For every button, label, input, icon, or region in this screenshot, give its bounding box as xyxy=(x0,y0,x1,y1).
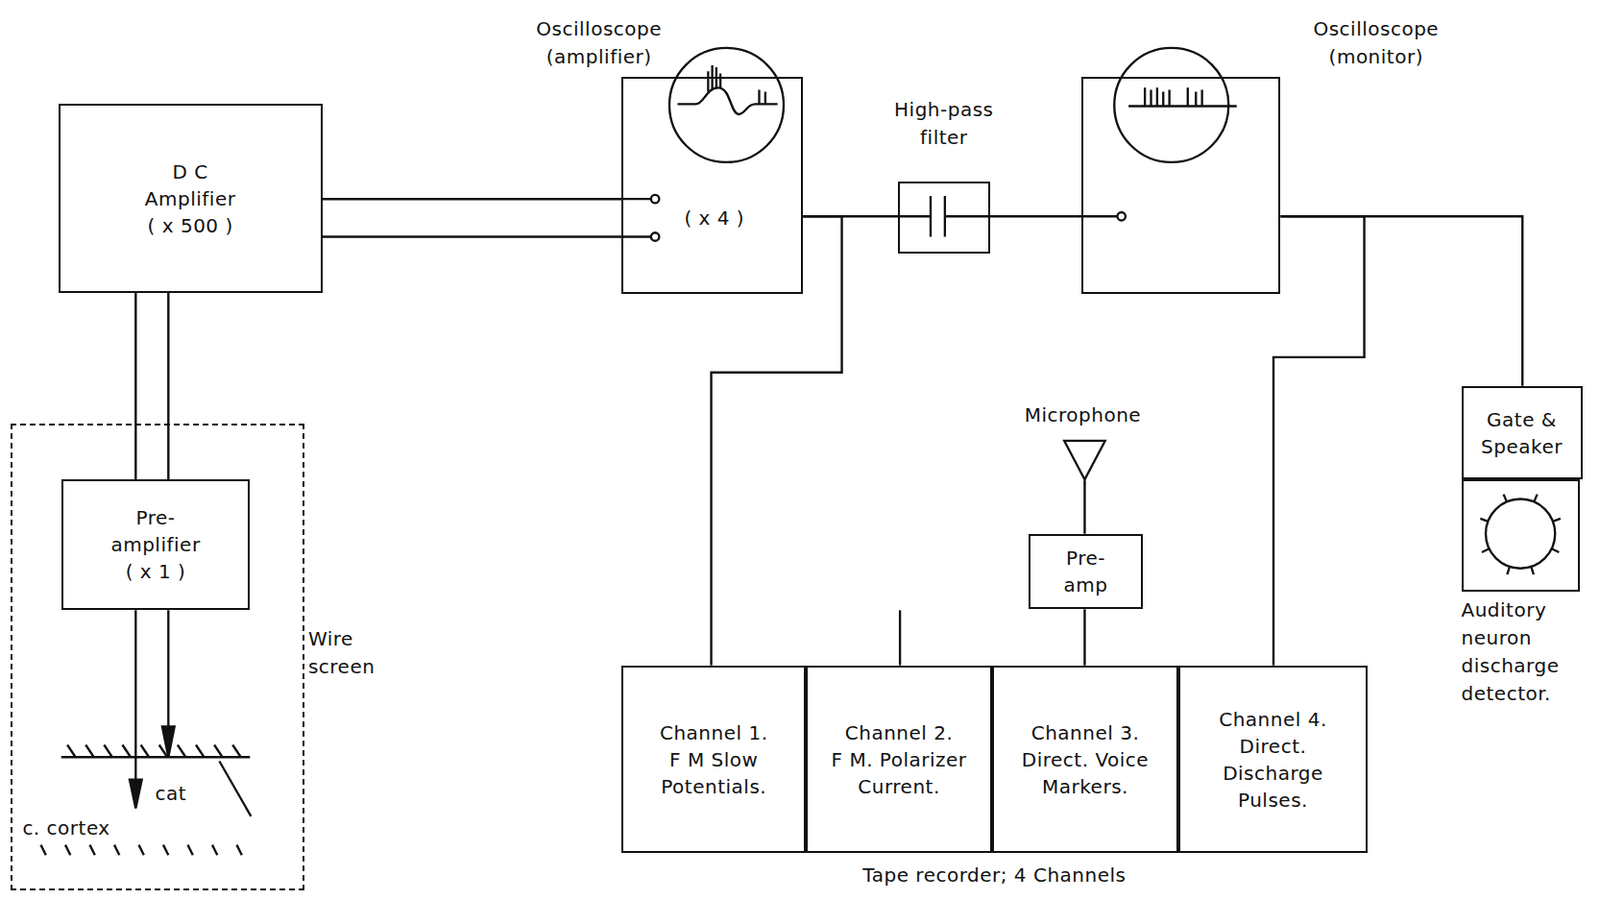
tape-recorder: Tape recorder; 4 ChannelsChannel 1.F M S… xyxy=(621,665,1368,854)
trace-spikes xyxy=(707,65,766,104)
amplifier-box: D C Amplifier( x 500 ) xyxy=(58,103,323,293)
hatch-stroke xyxy=(90,845,96,856)
stub-wire xyxy=(898,609,901,665)
box-label: ( x 500 ) xyxy=(147,212,234,240)
hatch-stroke xyxy=(214,745,223,758)
dial-tick xyxy=(1479,518,1488,522)
microphone-symbol xyxy=(1064,440,1106,485)
input-terminal xyxy=(1081,212,1126,220)
capacitor-symbol xyxy=(897,195,991,237)
hatch-stroke xyxy=(237,845,243,856)
box-label: Channel 3. xyxy=(1031,719,1140,747)
signal-wire xyxy=(990,215,1083,218)
hatch-stroke xyxy=(85,745,95,758)
terminal-wire xyxy=(1081,215,1117,218)
box-label: Channel 1. xyxy=(659,719,769,747)
hatch-stroke xyxy=(67,745,76,758)
anatomy-label: cat xyxy=(155,781,188,805)
dial-tick xyxy=(1552,518,1561,522)
box-label: ( x 1 ) xyxy=(125,557,187,585)
hatch-stroke xyxy=(122,745,132,758)
hatch-stroke xyxy=(103,745,113,758)
electrode-tip xyxy=(129,779,143,809)
hatch-stroke xyxy=(177,745,187,758)
anatomy-label: c. cortex xyxy=(22,816,110,840)
hatch-stroke xyxy=(163,845,169,856)
heading-label: High-pass filter xyxy=(877,96,1011,152)
speaker-box: Gate & Speaker xyxy=(1461,386,1583,481)
dial-symbol xyxy=(1479,494,1561,575)
box-label: Channel 2. xyxy=(845,719,954,747)
filter-box: High-pass filter xyxy=(897,181,991,253)
dial-tick xyxy=(1506,566,1510,575)
heading-label: Tape recorder; 4 Channels xyxy=(621,861,1368,890)
trace xyxy=(1128,87,1237,106)
box-label: Direct. Discharge Pulses. xyxy=(1200,732,1345,814)
heading-label: ( x 4 ) xyxy=(668,204,761,233)
dial-tick xyxy=(1551,548,1560,553)
oscilloscope-box: Oscilloscope (monitor) xyxy=(1081,76,1281,294)
box-label: Gate & Speaker xyxy=(1469,406,1576,461)
heading-label: Oscilloscope (monitor) xyxy=(1286,15,1466,72)
terminal xyxy=(651,194,660,203)
heading-label: Microphone xyxy=(1000,401,1164,430)
signal-wire xyxy=(1083,608,1086,665)
dial-tick xyxy=(1533,494,1537,503)
screen-circle xyxy=(669,48,784,163)
box-label: D C Amplifier xyxy=(132,158,248,213)
channel-box: Channel 1.F M Slow Potentials. xyxy=(621,665,806,854)
terminal xyxy=(1116,212,1126,220)
oscilloscope-screen xyxy=(1114,48,1237,163)
box-label: F M. Polarizer Current. xyxy=(826,746,971,800)
terminal-wire xyxy=(621,198,652,237)
signal-wire xyxy=(135,292,169,480)
dial-tick xyxy=(1530,566,1534,575)
hatch-stroke xyxy=(41,845,47,856)
heading-label: Oscilloscope (amplifier) xyxy=(522,15,676,72)
signal-wire xyxy=(711,216,843,666)
detector-box: Auditory neuron discharge detector. xyxy=(1461,479,1580,592)
microphone: Microphone xyxy=(1002,403,1166,484)
hatch-stroke xyxy=(141,745,150,758)
trace xyxy=(678,87,778,115)
signal-wire xyxy=(1280,216,1523,386)
dial-tick xyxy=(1481,548,1490,553)
signal-wire xyxy=(1083,483,1086,534)
signal-wire xyxy=(1273,216,1365,666)
hatch-stroke xyxy=(65,845,71,856)
box-label: Direct. Voice Markers. xyxy=(1013,746,1158,800)
hatch-stroke xyxy=(114,845,120,856)
dial-circle xyxy=(1485,498,1555,568)
hatch-stroke xyxy=(212,845,218,856)
hatch-stroke xyxy=(232,745,242,758)
heading-label: Auditory neuron discharge detector. xyxy=(1461,596,1597,708)
cortex-line xyxy=(61,756,252,817)
electrodes xyxy=(129,609,175,808)
oscilloscope-screen xyxy=(669,48,784,163)
channel-box: Channel 2.F M. Polarizer Current. xyxy=(805,665,992,854)
preamplifier-box: Pre- amplifier( x 1 ) xyxy=(61,479,251,610)
preamp-box: Pre- amp xyxy=(1028,533,1143,610)
channel-box: Channel 3.Direct. Voice Markers. xyxy=(992,665,1179,854)
box-label: F M Slow Potentials. xyxy=(641,746,786,800)
box-label: Pre- amplifier xyxy=(93,504,219,558)
hatch-stroke xyxy=(195,745,205,758)
signal-wire xyxy=(322,198,622,237)
terminal xyxy=(651,232,660,241)
input-terminals xyxy=(621,194,659,242)
channel-box: Channel 4.Direct. Discharge Pulses. xyxy=(1178,665,1368,854)
dial-tick xyxy=(1503,494,1507,503)
hatch-stroke xyxy=(139,845,145,856)
box-label: Channel 4. xyxy=(1218,705,1328,733)
hatch-stroke xyxy=(188,845,194,856)
oscilloscope-box: Oscilloscope (amplifier)( x 4 ) xyxy=(621,76,803,294)
heading-label: Wire screen xyxy=(308,625,421,681)
hatch-stroke xyxy=(159,745,169,758)
box-label: Pre- amp xyxy=(1052,544,1120,599)
